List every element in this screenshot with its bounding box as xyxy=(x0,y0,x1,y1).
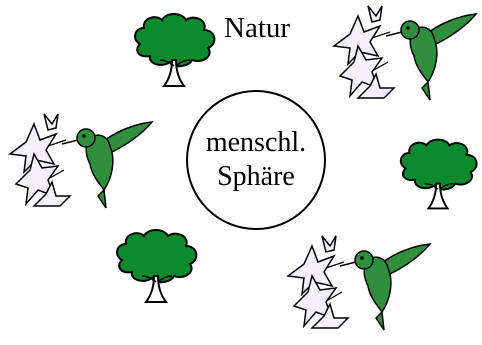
tree-icon xyxy=(396,134,482,214)
tree-icon xyxy=(130,10,220,90)
hummingbird-lily-icon xyxy=(328,2,478,107)
hummingbird-lily-icon xyxy=(282,232,432,337)
hummingbird-lily-icon xyxy=(4,110,154,215)
center-label-line2: Sphäre xyxy=(217,160,295,194)
tree-icon xyxy=(112,226,202,306)
human-sphere-circle: menschl. Sphäre xyxy=(186,90,326,230)
center-label-line1: menschl. xyxy=(206,126,306,160)
nature-label: Natur xyxy=(224,14,290,43)
